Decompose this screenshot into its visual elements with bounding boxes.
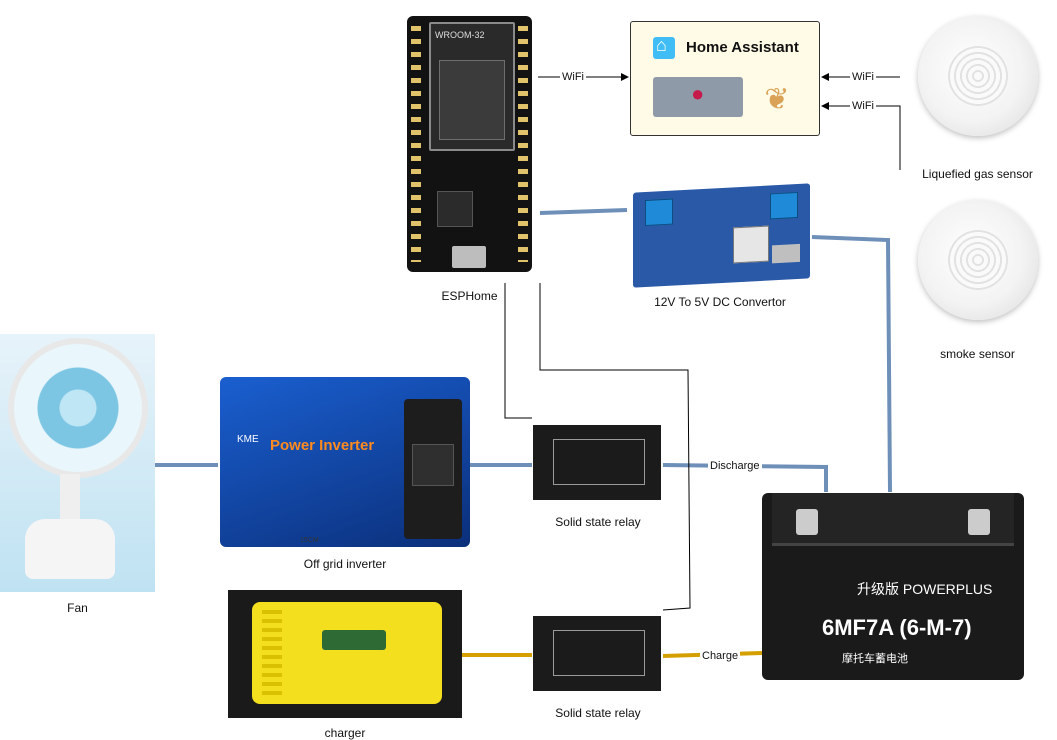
converter-caption: 12V To 5V DC Convertor <box>654 295 786 309</box>
charger-led-panel <box>322 630 386 650</box>
left-pin-header <box>411 26 421 262</box>
usb-uart-chip <box>437 191 473 227</box>
battery-logo: 升级版 POWERPLUS <box>857 581 993 597</box>
inductor-coil <box>733 225 769 264</box>
home-assistant-logo-icon <box>653 35 675 59</box>
esp-to-relay-bottom-signal <box>539 283 691 611</box>
ac-socket-icon <box>412 444 454 486</box>
wifi-label-esp: WiFi <box>560 71 586 83</box>
fan-clip-base <box>25 519 115 579</box>
inverter-image: KME Power Inverter 15CM <box>220 377 470 547</box>
discharge-label: Discharge <box>708 460 762 472</box>
home-assistant-title: Home Assistant <box>686 39 799 56</box>
smoke-sensor-caption: smoke sensor <box>940 347 1015 361</box>
battery-image: 升级版 POWERPLUS 6MF7A (6-M-7) 摩托车蓄电池 <box>762 493 1024 680</box>
relay-top-schematic <box>553 439 645 485</box>
charger-fins <box>262 610 282 696</box>
charger-caption: charger <box>324 726 366 740</box>
dc-converter-board <box>633 183 810 288</box>
charger-image <box>228 590 462 718</box>
fan-caption: Fan <box>67 601 88 615</box>
esp-to-relay-top-signal <box>504 283 532 419</box>
relay-top-caption: Solid state relay <box>555 515 641 529</box>
usb-output-port <box>772 243 800 264</box>
micro-usb-port <box>452 246 486 268</box>
output-terminal <box>770 191 798 220</box>
esp-to-converter-wire <box>539 208 628 215</box>
smoke-sensor-image <box>918 200 1038 320</box>
relay-top-image <box>533 425 661 500</box>
inverter-front-panel <box>404 399 462 539</box>
relay-bottom-schematic <box>553 630 645 676</box>
battery-subtitle: 摩托车蓄电池 <box>842 653 908 665</box>
raspberry-pi-icon <box>653 77 743 117</box>
module-chip <box>439 60 505 140</box>
wifi-label-gas: WiFi <box>850 71 876 83</box>
butterfly-logo-icon: ❦ <box>764 83 790 116</box>
converter-to-battery-wire <box>811 235 892 493</box>
inverter-caption: Off grid inverter <box>303 557 387 571</box>
gas-sensor-image <box>918 16 1038 136</box>
module-brand: WROOM-32 <box>435 30 485 40</box>
fan-image <box>0 334 155 592</box>
esp32-board: WROOM-32 <box>407 16 532 272</box>
wifi-module-shield: WROOM-32 <box>429 22 515 151</box>
inverter-label: Power Inverter <box>270 437 375 454</box>
negative-terminal <box>968 509 990 535</box>
inverter-brand: KME <box>237 434 259 445</box>
wifi-smoke-to-ha-line <box>821 102 901 170</box>
battery-model: 6MF7A (6-M-7) <box>822 615 972 640</box>
positive-terminal <box>796 509 818 535</box>
charge-label: Charge <box>700 650 741 662</box>
input-terminal <box>645 198 673 227</box>
fan-guard <box>8 338 148 478</box>
fan-neck <box>60 474 80 524</box>
wifi-label-smoke: WiFi <box>850 100 876 112</box>
right-pin-header <box>518 26 528 262</box>
relay-bottom-caption: Solid state relay <box>555 706 641 720</box>
esp-caption: ESPHome <box>441 289 498 303</box>
gas-sensor-caption: Liquefied gas sensor <box>922 167 1033 181</box>
charger-body <box>252 602 442 704</box>
inverter-dimension: 15CM <box>300 537 319 544</box>
relay-bottom-image <box>533 616 661 691</box>
home-assistant-box: Home Assistant ❦ <box>630 21 820 136</box>
